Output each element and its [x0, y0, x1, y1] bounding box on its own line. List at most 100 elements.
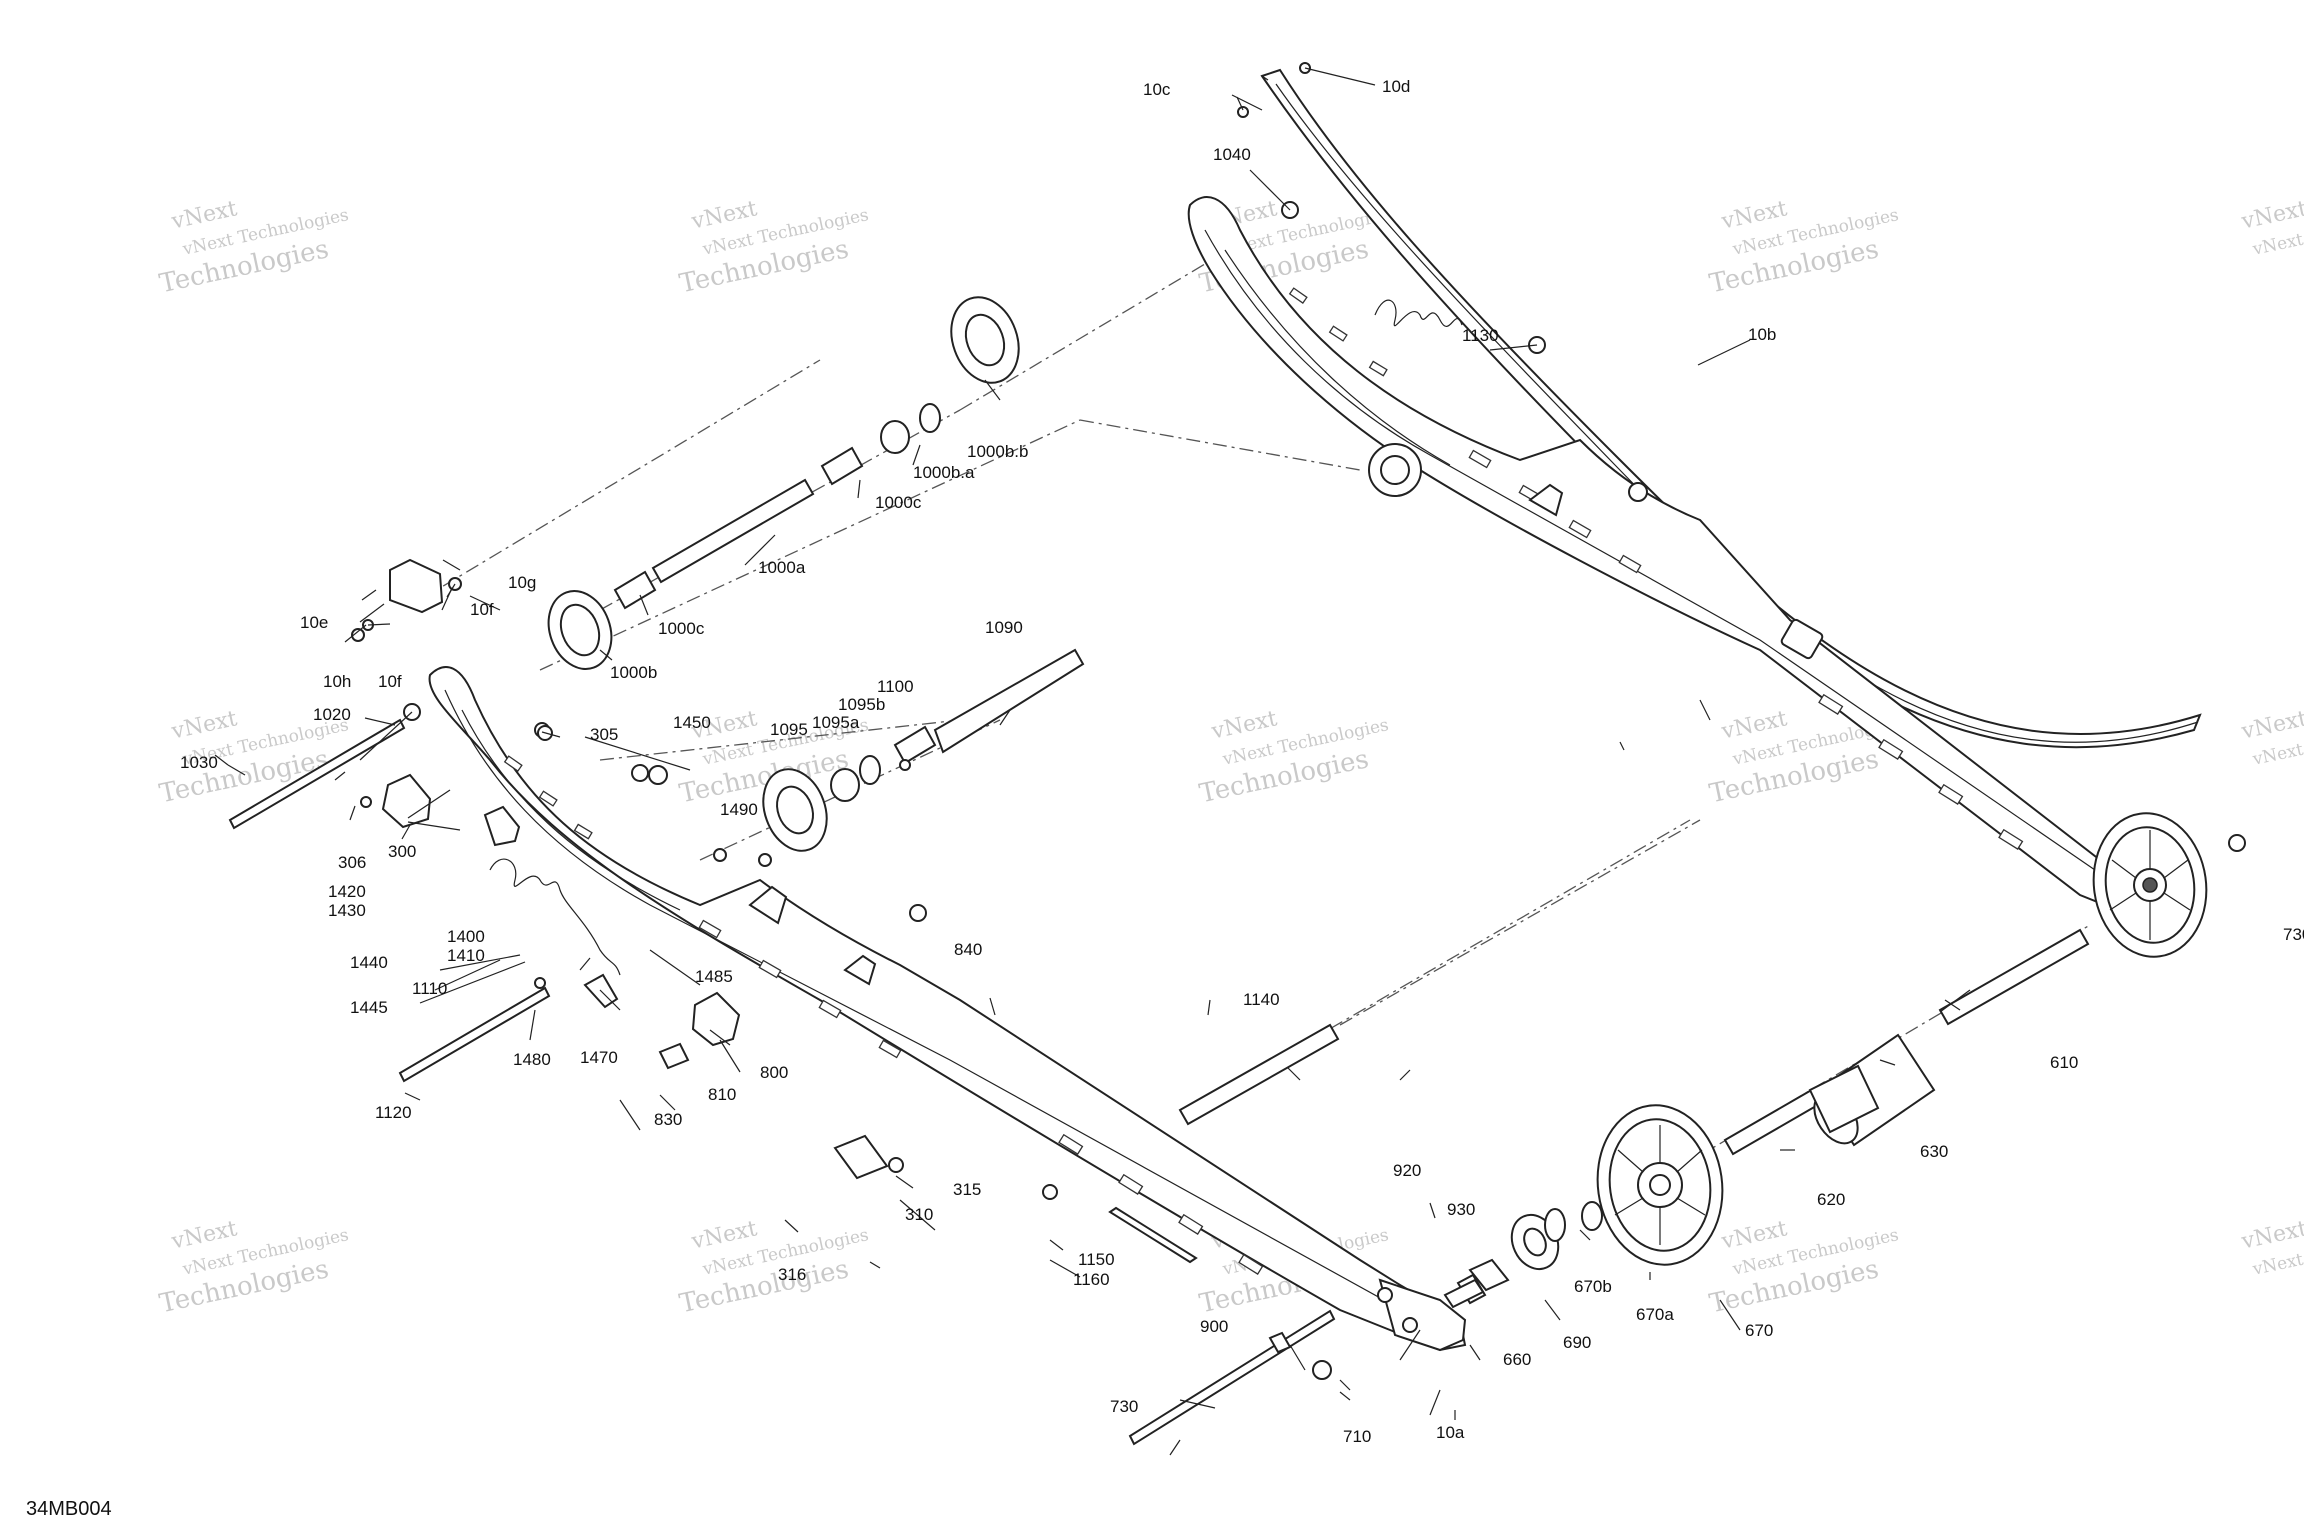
callout-1470: 1470 [580, 1048, 618, 1067]
callout-1090: 1090 [985, 618, 1023, 637]
callout-1445: 1445 [350, 998, 388, 1017]
callout-10b: 10b [1748, 325, 1776, 344]
watermark-layer: vNext vNext Technologies Technologies vN… [157, 196, 2304, 1319]
callout-leaders [214, 67, 1971, 1456]
idler-wheel-670 [1596, 1104, 1724, 1266]
callout-310: 310 [905, 1205, 933, 1224]
callout-690: 690 [1563, 1333, 1591, 1352]
callout-1480: 1480 [513, 1050, 551, 1069]
watermark: vNext vNext Technologies Technologies [677, 196, 871, 299]
callout-810: 810 [708, 1085, 736, 1104]
svg-text:vNext: vNext [169, 1216, 240, 1254]
callout-1095: 1095 [770, 720, 808, 739]
svg-text:vNext: vNext [2239, 196, 2304, 234]
svg-text:vNext: vNext [1719, 706, 1790, 744]
callout-840: 840 [954, 940, 982, 959]
watermark: vNext vNext Technologies Technologies [1707, 1216, 1901, 1319]
callout-316: 316 [778, 1265, 806, 1284]
svg-text:vNext: vNext [689, 196, 760, 234]
callout-630: 630 [1920, 1142, 1948, 1161]
callout-1160: 1160 [1073, 1270, 1110, 1289]
watermark: vNext vNext Technologies [2239, 706, 2304, 770]
callout-10g: 10g [508, 573, 536, 592]
callout-1400: 1400 [447, 927, 485, 946]
callout-1440: 1440 [350, 953, 388, 972]
watermark: vNext vNext Technologies [2239, 196, 2304, 260]
watermark: vNext vNext Technologies Technologies [1197, 706, 1391, 809]
callout-1095a: 1095a [812, 713, 860, 732]
callout-670a: 670a [1636, 1305, 1674, 1324]
svg-text:vNext: vNext [1209, 706, 1280, 744]
callout-1120: 1120 [375, 1103, 412, 1122]
callout-920: 920 [1393, 1161, 1421, 1180]
callout-800: 800 [760, 1063, 788, 1082]
callout-1490: 1490 [720, 800, 758, 819]
callout-660: 660 [1503, 1350, 1531, 1369]
callout-670b: 670b [1574, 1277, 1612, 1296]
callout-10h: 10h [323, 672, 351, 691]
callout-1000a: 1000a [758, 558, 806, 577]
callout-1140: 1140 [1243, 990, 1280, 1009]
callout-1020: 1020 [313, 705, 351, 724]
svg-text:vNext: vNext [169, 196, 240, 234]
callout-1110: 1110 [412, 979, 447, 998]
callout-1450: 1450 [673, 713, 711, 732]
callout-670: 670 [1745, 1321, 1773, 1340]
rail-right-slots [1288, 287, 2024, 850]
figure-reference-code: 34MB004 [26, 1498, 112, 1520]
svg-text:vNext: vNext [1719, 196, 1790, 234]
callout-1030: 1030 [180, 753, 218, 772]
callout-1095b: 1095b [838, 695, 885, 714]
callout-830: 830 [654, 1110, 682, 1129]
callout-315: 315 [953, 1180, 981, 1199]
callout-10f: 10f [470, 600, 494, 619]
callout-1130: 1130 [1462, 326, 1499, 345]
svg-text:vNext: vNext [689, 1216, 760, 1254]
svg-text:vNext: vNext [2239, 706, 2304, 744]
watermark: vNext vNext Technologies Technologies [157, 196, 351, 299]
shafts [228, 478, 2090, 1446]
brackets-and-hardware [351, 62, 1546, 1380]
callout-900: 900 [1200, 1317, 1228, 1336]
callout-306: 306 [338, 853, 366, 872]
callout-1000bb: 1000b.b [967, 442, 1028, 461]
callout-10a: 10a [1436, 1423, 1465, 1442]
callout-1420: 1420 [328, 882, 366, 901]
rollers-and-bearings [547, 296, 1880, 1309]
callout-1000ba: 1000b.a [913, 463, 975, 482]
rail-right [1187, 196, 2142, 917]
svg-text:vNext: vNext [2239, 1216, 2304, 1254]
watermark: vNext vNext Technologies Technologies [157, 706, 351, 809]
watermark: vNext vNext Technologies Technologies [157, 1216, 351, 1319]
callout-1485: 1485 [695, 967, 733, 986]
callout-10f: 10f [378, 672, 402, 691]
idler-wheel-right-upper [2092, 812, 2246, 958]
callout-1000c: 1000c [875, 493, 922, 512]
callout-1410: 1410 [447, 946, 485, 965]
watermark: vNext vNext Technologies Technologies [1707, 196, 1901, 299]
callout-730: 730 [2283, 925, 2304, 944]
watermark: vNext vNext Technologies Technologies [677, 1216, 871, 1319]
callout-620: 620 [1817, 1190, 1845, 1209]
callout-1000c: 1000c [658, 619, 705, 638]
callout-1100: 1100 [877, 677, 914, 696]
svg-text:vNext: vNext [1719, 1216, 1790, 1254]
callout-10d: 10d [1382, 77, 1410, 96]
callout-730: 730 [1110, 1397, 1138, 1416]
rail-left-slots [503, 755, 1264, 1275]
callout-labels: 10a 10b 10c 10d 10e 10f 10f 10g 10h 300 … [180, 77, 2304, 1446]
callout-710: 710 [1343, 1427, 1371, 1446]
rail-left-10a [428, 666, 1467, 1352]
callout-10e: 10e [300, 613, 328, 632]
callout-1150: 1150 [1078, 1250, 1115, 1269]
callout-610: 610 [2050, 1053, 2078, 1072]
callout-1430: 1430 [328, 901, 366, 920]
callout-1000b: 1000b [610, 663, 657, 682]
callout-1040: 1040 [1213, 145, 1251, 164]
callout-305: 305 [590, 725, 618, 744]
callout-930: 930 [1447, 1200, 1475, 1219]
callout-300: 300 [388, 842, 416, 861]
svg-text:vNext: vNext [169, 706, 240, 744]
watermark: vNext vNext Technologies [2239, 1216, 2304, 1280]
